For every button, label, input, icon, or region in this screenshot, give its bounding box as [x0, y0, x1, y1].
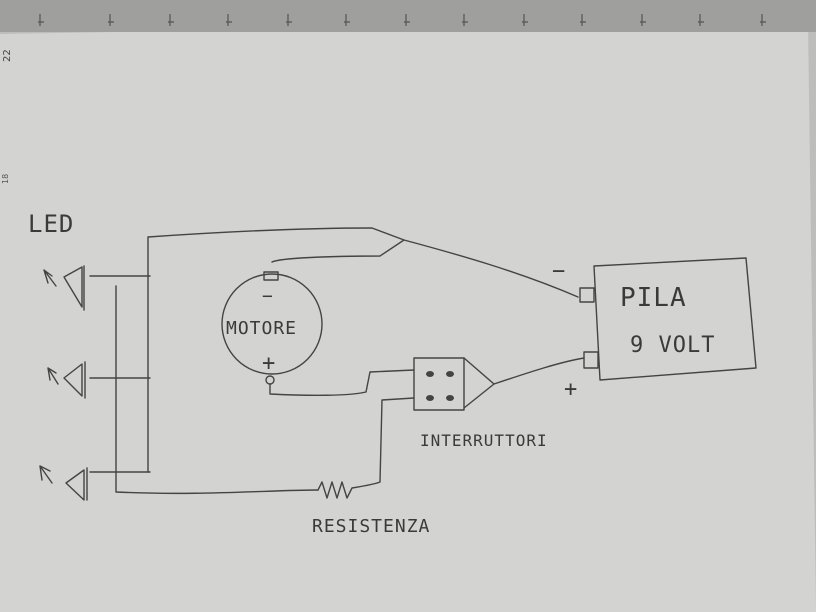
wire-switch-battery: [493, 357, 585, 385]
led-3: [39, 465, 88, 501]
battery-name-label: PILA: [620, 283, 687, 313]
motor: [221, 273, 323, 375]
battery: [593, 257, 757, 381]
battery-minus-label: −: [552, 259, 566, 284]
battery-plus-label: +: [564, 377, 578, 402]
battery-terminal-plus: [583, 351, 599, 369]
notebook-rings: [38, 14, 766, 26]
wire-motor-switch: [269, 369, 415, 397]
paper-sheet: [0, 20, 816, 612]
switch-contacts: [426, 371, 454, 401]
motor-plus-label: +: [262, 351, 276, 376]
led-label: LED: [28, 210, 74, 238]
motor-terminal-top: [263, 271, 279, 281]
switches-label: INTERRUTTORI: [420, 431, 548, 450]
motor-label: MOTORE: [226, 318, 297, 339]
battery-voltage-label: 9 VOLT: [630, 333, 715, 358]
motor-minus-label: −: [262, 286, 274, 307]
wire-led-bus: [89, 275, 319, 495]
margin-number: 18: [1, 174, 10, 184]
battery-terminal-minus: [579, 287, 595, 303]
paper-shadow: [0, 0, 816, 32]
led-1: [43, 265, 85, 311]
led-2: [47, 361, 86, 399]
resistor: [317, 397, 415, 499]
resistor-label: RESISTENZA: [312, 516, 430, 537]
page-number: 22: [2, 49, 13, 62]
switch-block: [413, 357, 465, 411]
